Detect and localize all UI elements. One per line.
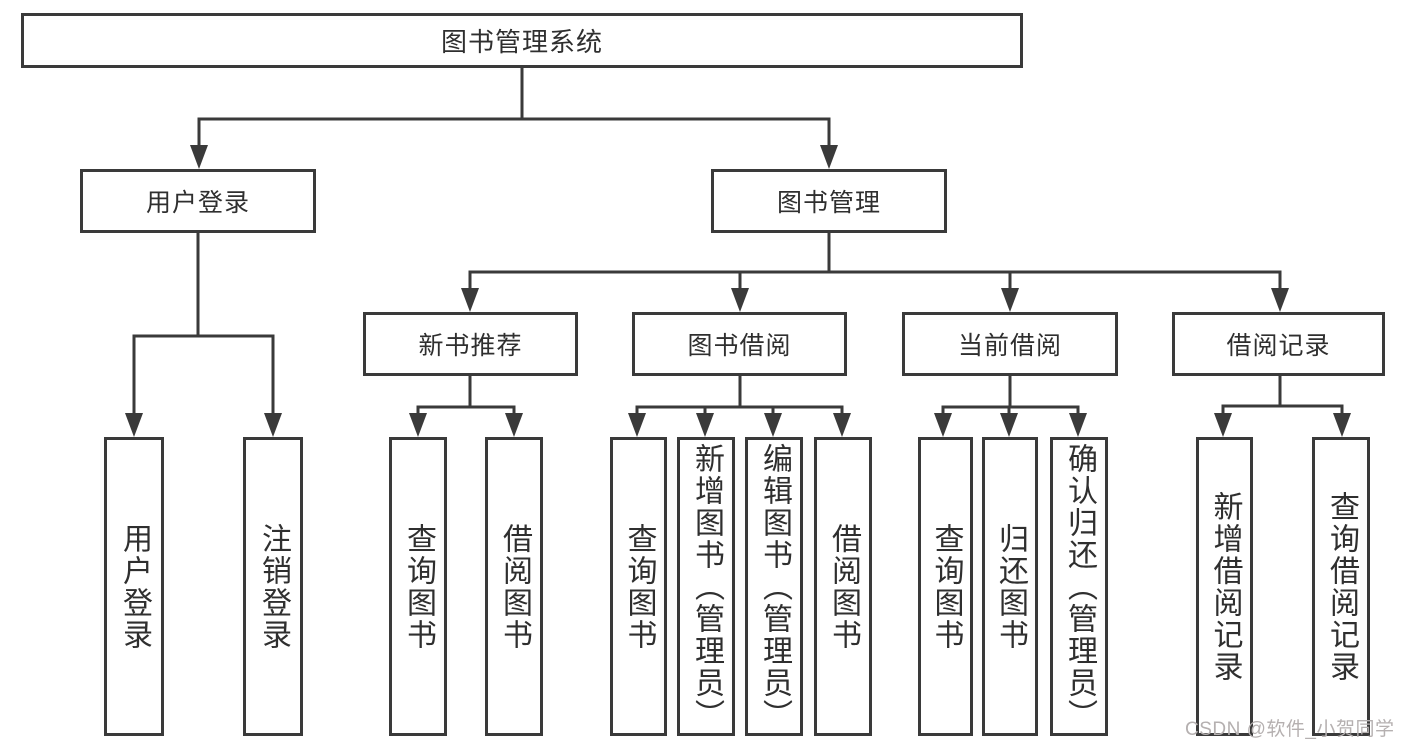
leaf-label: 查询图书	[402, 522, 435, 651]
node-library-management-system: 图书管理系统	[21, 13, 1023, 68]
node-book-management: 图书管理	[711, 169, 947, 233]
leaf-label: 查询借阅记录	[1325, 490, 1358, 683]
leaf-add-books-admin: 新增图书（管理员）	[677, 437, 735, 736]
leaf-label: 确认归还（管理员）	[1063, 442, 1096, 731]
node-label: 借阅记录	[1226, 332, 1331, 360]
leaf-logout: 注销登录	[243, 437, 303, 736]
connector-book-mgmt-branch	[468, 233, 1282, 306]
leaf-borrow-books-newrec: 借阅图书	[485, 437, 543, 736]
node-new-book-recommendation: 新书推荐	[363, 312, 578, 376]
leaf-return-books: 归还图书	[982, 437, 1038, 736]
arrowheads-level2	[190, 145, 838, 169]
leaf-label: 借阅图书	[827, 522, 860, 651]
connector-root-to-level2	[197, 68, 831, 163]
leaf-query-books-borrow: 查询图书	[610, 437, 667, 736]
csdn-watermark: CSDN @软件_小贺同学	[1185, 719, 1395, 740]
leaf-borrow-books: 借阅图书	[814, 437, 872, 736]
leaf-label: 用户登录	[118, 522, 151, 651]
connector-user-login-branch	[132, 233, 275, 430]
connector-newbook-branch	[416, 376, 516, 430]
leaf-edit-books-admin: 编辑图书（管理员）	[745, 437, 803, 736]
leaf-query-borrow-record: 查询借阅记录	[1312, 437, 1370, 736]
connector-records-branch	[1221, 376, 1344, 430]
leaf-query-books-newrec: 查询图书	[389, 437, 447, 736]
leaf-label: 注销登录	[257, 522, 290, 651]
arrowheads-user-login-branch	[125, 413, 282, 437]
node-label: 新书推荐	[418, 332, 523, 360]
node-label: 图书管理	[776, 189, 881, 217]
leaf-label: 编辑图书（管理员）	[758, 442, 791, 731]
leaf-confirm-return-admin: 确认归还（管理员）	[1050, 437, 1108, 736]
node-user-login: 用户登录	[80, 169, 316, 233]
node-label: 图书借阅	[687, 332, 792, 360]
node-label: 图书管理系统	[440, 27, 603, 57]
leaf-add-borrow-record: 新增借阅记录	[1196, 437, 1253, 736]
node-current-borrowing: 当前借阅	[902, 312, 1118, 376]
node-label: 用户登录	[145, 189, 250, 217]
leaf-label: 新增图书（管理员）	[690, 442, 723, 731]
leaf-label: 新增借阅记录	[1208, 490, 1242, 683]
leaf-label: 查询图书	[622, 522, 656, 651]
leaf-label: 归还图书	[994, 522, 1027, 651]
leaf-label: 查询图书	[929, 522, 963, 651]
node-book-borrowing: 图书借阅	[632, 312, 847, 376]
node-label: 当前借阅	[957, 332, 1062, 360]
leaf-query-books-current: 查询图书	[918, 437, 973, 736]
leaf-user-login: 用户登录	[104, 437, 164, 736]
connector-borrow-branch	[635, 376, 844, 430]
leaf-label: 借阅图书	[498, 522, 531, 651]
arrowheads-level3	[461, 288, 1289, 312]
node-borrowing-records: 借阅记录	[1172, 312, 1385, 376]
arrowheads-leaves	[409, 413, 1351, 437]
